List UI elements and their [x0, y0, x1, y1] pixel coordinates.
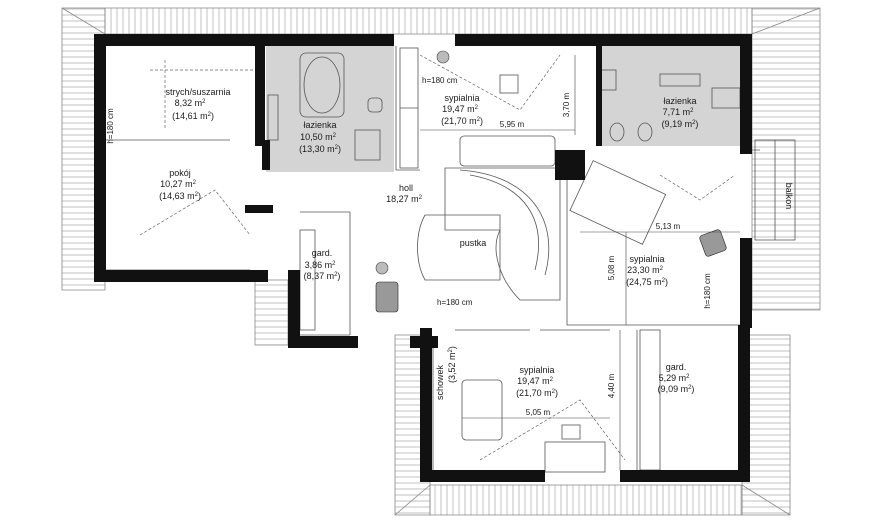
- room-name: łazienka: [663, 96, 696, 106]
- armchair-icon: [375, 229, 727, 313]
- room-area: 19,47 m: [517, 376, 550, 386]
- room-name: holl: [399, 183, 413, 193]
- roof-outline: [61, 7, 821, 516]
- room-name: strych/suszarnia: [165, 87, 230, 97]
- room-strych: strych/suszarnia 8,32 m2 (14,61 m2): [165, 87, 230, 121]
- svg-text:(14,61 m2): (14,61 m2): [172, 111, 214, 121]
- dimension-370: 3,70 m: [562, 92, 571, 117]
- height-label-gard: h=180 cm: [437, 298, 473, 307]
- dimension-440: 4,40 m: [607, 373, 616, 398]
- room-name: pustka: [460, 238, 487, 248]
- room-gross-area: (14,61 m: [172, 111, 208, 121]
- room-area: 7,71 m: [663, 107, 691, 117]
- room-lazienka-1: łazienka 10,50 m2 (13,30 m2): [299, 120, 341, 154]
- svg-text:19,47 m2: 19,47 m2: [442, 104, 479, 114]
- height-label-sypialnia-2: h=180 cm: [703, 273, 712, 309]
- room-name: sypialnia: [444, 93, 479, 103]
- svg-text:(3,52 m2): (3,52 m2): [447, 346, 457, 383]
- room-schowek: schowek (3,52 m2): [435, 346, 457, 400]
- room-holl: holl 18,27 m2: [386, 183, 423, 204]
- room-area: 18,27 m: [386, 194, 419, 204]
- dimension-513: 5,13 m: [656, 222, 681, 231]
- svg-text:(24,75 m2): (24,75 m2): [626, 277, 668, 287]
- room-area: 23,30 m: [627, 265, 660, 275]
- room-gross-area: (3,52 m: [447, 352, 457, 383]
- room-gross-area: (24,75 m: [626, 277, 662, 287]
- room-area: 10,27 m: [160, 179, 193, 189]
- room-area: 19,47 m: [442, 104, 475, 114]
- height-label-strych: h=180 cm: [106, 108, 115, 144]
- room-name: sypialnia: [629, 254, 664, 264]
- room-lazienka-2: łazienka 7,71 m2 (9,19 m2): [662, 96, 699, 129]
- svg-text:8,32 m2: 8,32 m2: [175, 98, 207, 108]
- room-gard-1: gard. 3,86 m2 (8,37 m2): [304, 248, 341, 281]
- room-sypialnia-3: sypialnia 19,47 m2 (21,70 m2): [516, 365, 558, 398]
- room-name: sypialnia: [519, 365, 554, 375]
- room-area: 5,29 m: [659, 373, 687, 383]
- svg-text:(14,63 m2): (14,63 m2): [159, 191, 201, 201]
- plant-icon: [375, 50, 450, 275]
- room-area: 8,32 m: [175, 98, 203, 108]
- balcony-label: balkon: [784, 183, 794, 210]
- room-gross-area: (14,63 m: [159, 191, 195, 201]
- room-area: 3,86 m: [305, 260, 333, 270]
- bathroom-floor-left: [266, 46, 394, 172]
- roof-slope-lines: [139, 54, 736, 461]
- room-gross-area: (9,09 m: [658, 384, 689, 394]
- svg-text:7,71 m2: 7,71 m2: [663, 107, 695, 117]
- svg-text:19,47 m2: 19,47 m2: [517, 376, 554, 386]
- room-area: 10,50 m: [300, 132, 333, 142]
- svg-text:(8,37 m2): (8,37 m2): [304, 271, 341, 281]
- dimension-505: 5,05 m: [526, 408, 551, 417]
- room-pustka: pustka: [460, 238, 487, 248]
- room-name: łazienka: [303, 120, 336, 130]
- room-name: schowek: [435, 364, 445, 400]
- room-name: pokój: [169, 168, 191, 178]
- room-sypialnia-2: sypialnia 23,30 m2 (24,75 m2): [626, 254, 668, 287]
- svg-text:10,27 m2: 10,27 m2: [160, 179, 197, 189]
- room-name: gard.: [666, 362, 687, 372]
- svg-text:10,50 m2: 10,50 m2: [300, 132, 337, 142]
- svg-text:(9,19 m2): (9,19 m2): [662, 119, 699, 129]
- room-gross-area: (8,37 m: [304, 271, 335, 281]
- svg-text:3,86 m2: 3,86 m2: [305, 260, 337, 270]
- room-name: gard.: [312, 248, 333, 258]
- svg-text:(13,30 m2): (13,30 m2): [299, 144, 341, 154]
- svg-text:(9,09 m2): (9,09 m2): [658, 384, 695, 394]
- dimension-595: 5,95 m: [500, 120, 525, 129]
- room-gross-area: (21,70 m: [516, 388, 552, 398]
- room-sypialnia-1: sypialnia 19,47 m2 (21,70 m2): [441, 93, 483, 126]
- svg-text:(21,70 m2): (21,70 m2): [516, 388, 558, 398]
- svg-text:23,30 m2: 23,30 m2: [627, 265, 664, 275]
- height-label-sypialnia-1: h=180 cm: [422, 76, 458, 85]
- walls: [94, 34, 752, 482]
- room-gross-area: (9,19 m: [662, 119, 693, 129]
- room-gross-area: (21,70 m: [441, 116, 477, 126]
- room-pokoj: pokój 10,27 m2 (14,63 m2): [159, 168, 201, 201]
- dimension-508: 5,08 m: [607, 255, 616, 280]
- room-gard-2: gard. 5,29 m2 (9,09 m2): [658, 362, 695, 394]
- svg-text:18,27 m2: 18,27 m2: [386, 194, 423, 204]
- svg-text:5,29 m2: 5,29 m2: [659, 373, 691, 383]
- room-gross-area: (13,30 m: [299, 144, 335, 154]
- svg-text:(21,70 m2): (21,70 m2): [441, 116, 483, 126]
- dimension-lines: [420, 55, 740, 470]
